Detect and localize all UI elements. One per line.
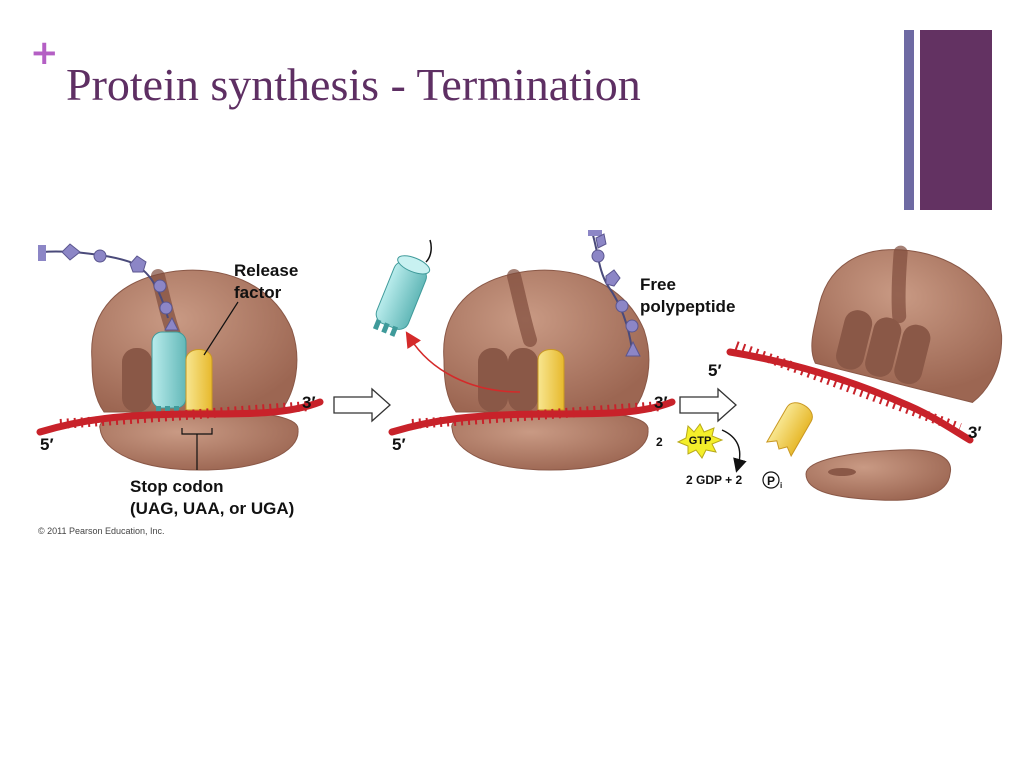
release-factor-label-2: factor	[234, 283, 282, 302]
step3-release-factor	[765, 402, 813, 458]
decor-bar-thin	[904, 30, 914, 210]
plus-bullet-icon: +	[30, 33, 59, 73]
step1-p-site	[122, 348, 152, 412]
step3-small-subunit	[805, 449, 952, 501]
trna-exit-arrow	[405, 331, 521, 393]
copyright-notice: © 2011 Pearson Education, Inc.	[38, 526, 165, 536]
stop-codon-label: Stop codon	[130, 477, 223, 496]
step1-small-subunit	[99, 411, 299, 471]
gdp-products: 2 GDP + 2	[686, 473, 742, 487]
gtp-star-icon	[676, 423, 724, 459]
slide-title: Protein synthesis - Termination	[66, 59, 641, 110]
step2-end-5: 5′	[392, 435, 406, 454]
stop-codon-label-2: (UAG, UAA, or UGA)	[130, 499, 294, 518]
gtp-label: GTP	[689, 435, 712, 447]
decor-bar-thick	[920, 30, 992, 210]
phosphate-symbol: P	[767, 474, 775, 488]
step-arrow-1	[333, 387, 391, 423]
phosphate-circle-icon	[762, 471, 780, 489]
step2-panel: Free polypeptide 3′ 5′	[372, 230, 735, 471]
step2-departing-trna	[372, 255, 431, 337]
step1-panel: Release factor 3′ 5′ Stop codon (UAG, UA…	[36, 243, 324, 518]
phosphate-subscript: i	[780, 481, 782, 490]
step1-mrna	[36, 398, 324, 436]
step1-end-5: 5′	[40, 435, 54, 454]
free-polypeptide-label: Free	[640, 275, 676, 294]
gtp-coefficient: 2	[656, 435, 663, 449]
step-arrow-2	[679, 387, 737, 423]
step1-polypeptide	[38, 243, 179, 331]
free-polypeptide-label-2: polypeptide	[640, 297, 735, 316]
step1-end-3: 3′	[302, 393, 316, 412]
step2-release-factor	[537, 349, 565, 411]
gtp-hydrolysis: 2 GTP 2 GDP + 2 P i	[656, 423, 782, 490]
free-polypeptide	[588, 230, 641, 357]
step1-release-factor	[185, 349, 213, 411]
step3-panel: 5′ 3′	[708, 245, 1003, 501]
step3-end-3: 3′	[968, 423, 982, 442]
step3-mrna	[726, 341, 974, 444]
step2-end-3: 3′	[654, 393, 668, 412]
step1-trna	[151, 331, 187, 416]
release-factor-label: Release	[234, 261, 298, 280]
step2-mrna	[388, 398, 676, 436]
step2-small-subunit	[451, 411, 649, 471]
step3-end-5: 5′	[708, 361, 722, 380]
